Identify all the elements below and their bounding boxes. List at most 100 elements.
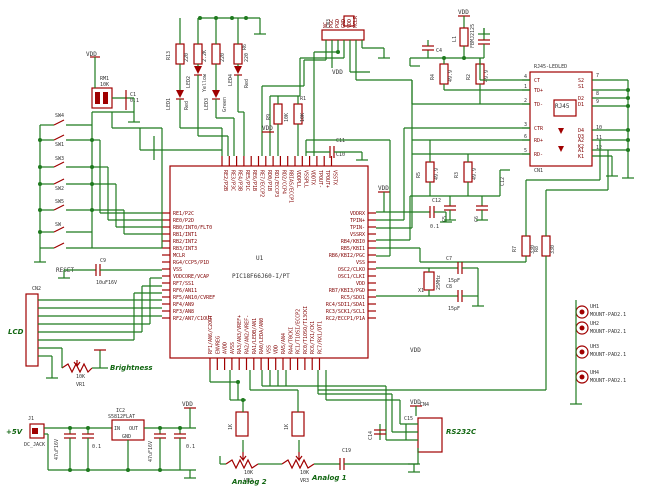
vdd-label-ic-right: VDD (378, 185, 389, 192)
ic-top-pin-label: RE5/P1C (244, 170, 250, 191)
ic-right-pin-label: RB6/KBI2/PGC (329, 253, 365, 259)
led2-icon (194, 66, 202, 74)
routing-bus (139, 128, 222, 160)
ic-bottom-pin-label: RA4/T0CKI (288, 327, 294, 354)
c9-value: 10uF16V (96, 280, 117, 286)
cn3-key (343, 15, 355, 27)
r1-ref: R1 (300, 96, 306, 102)
c-rx-ref: C12 (500, 177, 506, 186)
crystal-x1: X1 25MHz C7 15pF C8 15pF (376, 256, 484, 312)
vdd-label-ps: VDD (182, 401, 193, 408)
ic-bottom-pin-label: RA1/LEDB/AN1 (252, 318, 258, 354)
ic-left-pin-label: RF5/AN10/CVREF (173, 295, 215, 301)
analog1-label: Analog 1 (311, 474, 347, 482)
rj45-pin-number: 3 (524, 122, 527, 128)
ic-bottom-pin-label: RC6/TX1/CK1 (310, 321, 316, 354)
led3-icon (212, 90, 220, 98)
r4-ref: R4 (430, 74, 436, 80)
r6 (233, 43, 243, 65)
cn4-body (417, 417, 443, 453)
x1-body (423, 271, 435, 291)
rj45-right-pin-number: 8 (596, 91, 599, 97)
rj45-led-label: D4 (578, 128, 584, 134)
ic2-in: IN (114, 426, 120, 432)
ic-left-pin-label: RE1/P2C (173, 211, 194, 217)
ic-right-pin-label: RC5/SDO1 (341, 295, 365, 301)
rj45-led-label: D1 (578, 102, 584, 108)
uh1-part: MOUNT-PAD2.1 (590, 312, 626, 318)
cn3-body (321, 29, 365, 41)
switch-sw2: SW2 (40, 178, 92, 192)
capacitor-c9: C9 10uF16V (58, 258, 162, 286)
c4-ref: C4 (436, 48, 442, 54)
c9-ref: C9 (100, 258, 106, 264)
switch-sw3: SW3 (40, 156, 92, 168)
sw2-ref: SW2 (55, 186, 64, 192)
ic-top-pin-label: RE6/P1B (251, 170, 257, 191)
ic-bottom-pin-label: RA5/AN4 (281, 333, 287, 354)
r1-val: 10K (300, 113, 306, 122)
resistor-r7-r8: R7 330 R8 330 (318, 140, 609, 391)
ic-top-pin-label: VSSTX (332, 170, 338, 185)
uh4-part: MOUNT-PAD2.1 (590, 378, 626, 384)
rm1-ref: RM1 (100, 76, 109, 82)
ic-right-pin-label: OSC1/CLKI (338, 274, 365, 280)
sw-ref: SW (55, 222, 62, 228)
vr1-ref: VR1 (76, 382, 85, 388)
vr1-value: 10K (76, 374, 85, 380)
ic-top-pin-label: TPOUT+ (324, 170, 330, 188)
ic-bottom-pin-label: RA0/LEDA/AN0 (259, 318, 265, 354)
r12-val: 2.2K (202, 50, 208, 62)
rj45-pin-number: 5 (524, 148, 527, 154)
rj45-right-pin-number: 12 (596, 145, 602, 151)
r3-val: 49.9 (472, 168, 478, 180)
ic-bottom-pin-label: RC1/T1OSI/ECCP2 (296, 309, 302, 354)
uh3-part: MOUNT-PAD2.1 (590, 352, 626, 358)
ic-top-pin-label: TPOUT- (317, 170, 323, 188)
vdd-label-cn4: VDD (410, 399, 421, 406)
mount-pad-uh4: UH4 MOUNT-PAD2.1 (575, 370, 626, 384)
ic-left-pin-label: RB2/INT2 (173, 239, 197, 245)
vdd-label-l1: VDD (458, 9, 469, 16)
rj45-pin-number: 2 (524, 98, 527, 104)
c16-ref: 47uF16V (54, 439, 60, 460)
rm1-element (95, 92, 100, 104)
ic-left-pin-label: VDDCORE/VCAP (173, 274, 209, 280)
ic-bottom-pin-label: RC0/T1OSO/T13CKI (303, 306, 309, 354)
r13-val: 220 (184, 53, 190, 62)
ic-right-pin-label: RB7/KBI3/PGD (329, 288, 365, 294)
ic-top-pin-label: RE7/ECCP2 (259, 170, 265, 197)
c18-ref: 0.1 (186, 444, 195, 450)
rm1-value: 10K (100, 82, 109, 88)
ic-right-pin-label: OSC2/CLKO (338, 267, 365, 273)
ic-top-pin-label: VSSPLL (302, 170, 308, 188)
led4-icon (234, 66, 242, 74)
ic-right-pin-label: TPIN+ (350, 218, 365, 224)
potentiometer-vr2: 10K VR2 Analog 2 1K (220, 411, 267, 486)
analog2-label: Analog 2 (231, 478, 267, 486)
j1-ref: J1 (28, 416, 34, 422)
cn3-pin-label: GND (341, 19, 347, 28)
ic-right-pin-label: RB5/KBI1 (341, 246, 365, 252)
cn2-ref: CN2 (32, 286, 41, 292)
ic-bottom-pin-label: RA2/AN2/VREF- (245, 315, 251, 354)
ic-bottom-pin-label: RA3/AN3/VREF+ (237, 315, 243, 354)
switch-group: SW4 SW1 SW3 SW2 SW5 SW RESET (34, 112, 94, 274)
ic-right-pin-label: TPIN- (350, 225, 365, 231)
ic-top-pin-label: RE2/P2B (222, 170, 228, 191)
c10-ref: C10 (336, 152, 345, 158)
rj45-ic-label: RJ45 (555, 103, 570, 110)
rj45-pin-label: TD+ (534, 88, 543, 94)
r14-val: 220 (220, 53, 226, 62)
ic-right-pin-label: VDD (356, 281, 365, 287)
r7-val: 330 (530, 245, 536, 254)
rj45-pin-number: 4 (524, 74, 527, 80)
ic-bottom-pin-label: RC7/RX1/DT1 (318, 321, 324, 354)
uh1-ref: UH1 (590, 304, 599, 310)
mount-pad-uh3: UH3 MOUNT-PAD2.1 (575, 344, 626, 359)
led3-col: Green (222, 97, 228, 112)
led4-col: Red (244, 79, 250, 88)
